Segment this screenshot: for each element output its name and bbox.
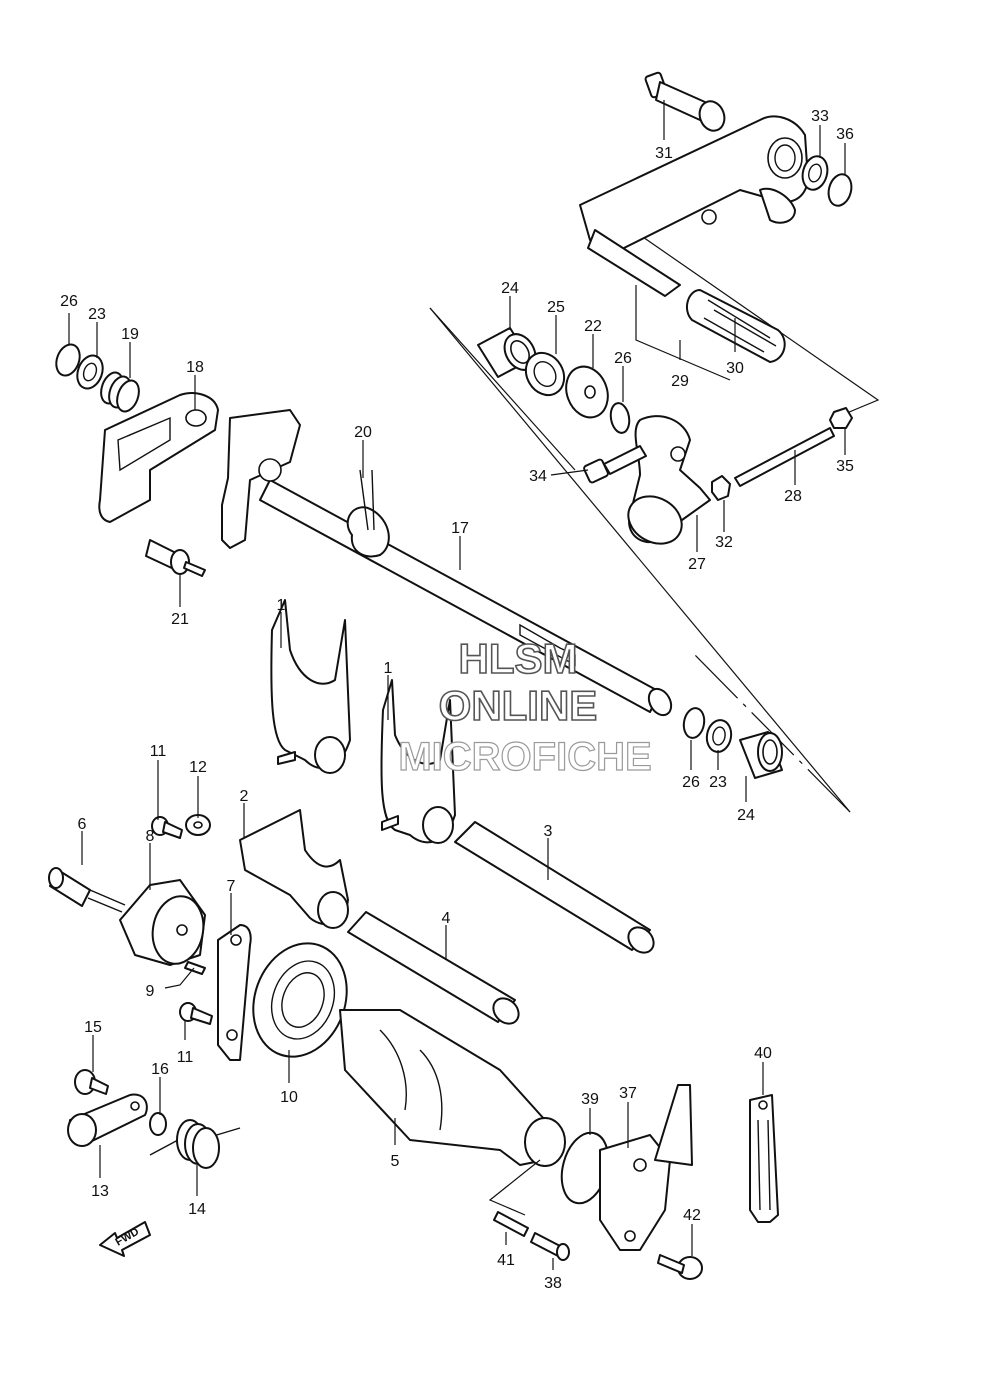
callout-3: 3 <box>544 823 553 840</box>
callout-18: 18 <box>186 359 204 376</box>
callout-28: 28 <box>784 488 802 505</box>
part-26-clip-right <box>682 707 706 739</box>
callout-1a: 1 <box>277 597 286 614</box>
part-5-shift-drum <box>339 1009 566 1167</box>
callout-29: 29 <box>671 373 689 390</box>
part-37-cover <box>599 1084 693 1251</box>
part-1-shift-fork-b <box>380 679 456 844</box>
callout-8: 8 <box>146 828 155 845</box>
callout-30: 30 <box>726 360 744 377</box>
part-23-washer-left <box>76 354 104 390</box>
part-41-spring <box>493 1211 529 1237</box>
callout-7: 7 <box>227 878 236 895</box>
callout-11a: 11 <box>150 743 167 760</box>
callout-24b: 24 <box>737 807 755 824</box>
callout-39: 39 <box>581 1091 599 1108</box>
callout-35: 35 <box>836 458 854 475</box>
callout-22: 22 <box>584 318 602 335</box>
part-40-clamp <box>749 1094 779 1223</box>
callout-16: 16 <box>151 1061 169 1078</box>
callout-14: 14 <box>188 1201 206 1218</box>
part-7-stopper-plate <box>217 924 252 1061</box>
callout-42: 42 <box>683 1207 701 1224</box>
watermark-line-3: MICROFICHE <box>398 735 651 779</box>
part-31-pivot-bolt <box>644 71 726 132</box>
callout-34: 34 <box>529 468 547 485</box>
leader-lines <box>68 100 846 1270</box>
part-30-pedal-rubber <box>685 289 786 363</box>
callout-6: 6 <box>78 816 87 833</box>
callout-12: 12 <box>189 759 207 776</box>
part-21-stopper-bolt <box>145 539 206 577</box>
callout-23b: 23 <box>709 774 727 791</box>
callout-26c: 26 <box>682 774 700 791</box>
callout-20: 20 <box>354 424 372 441</box>
part-28-rod <box>734 427 835 487</box>
watermark-line-2: ONLINE <box>439 682 598 729</box>
fwd-arrow-icon: FWD <box>99 1221 151 1257</box>
part-24-bushing-lower <box>739 731 783 779</box>
callout-13: 13 <box>91 1183 109 1200</box>
part-1-shift-fork-a <box>270 599 351 774</box>
part-13-stopper-arm <box>67 1093 148 1147</box>
part-11-bolt-upper <box>151 816 183 839</box>
part-22-washer <box>565 365 609 419</box>
part-16-washer <box>149 1112 167 1136</box>
callout-10: 10 <box>280 1089 298 1106</box>
part-35-nut <box>829 407 853 429</box>
watermark-line-1: HLSM <box>459 635 578 682</box>
part-34-bolt <box>583 445 647 484</box>
part-15-bolt <box>74 1069 109 1095</box>
callout-38: 38 <box>544 1275 562 1292</box>
callout-2: 2 <box>240 788 249 805</box>
callout-24a: 24 <box>501 280 519 297</box>
part-4-fork-shaft <box>347 911 520 1025</box>
part-32-nut <box>711 475 731 501</box>
callout-40: 40 <box>754 1045 772 1062</box>
part-26-clip-upper <box>609 402 631 434</box>
callout-32: 32 <box>715 534 733 551</box>
callout-26b: 26 <box>614 350 632 367</box>
callout-21: 21 <box>171 611 189 628</box>
callout-5: 5 <box>391 1153 400 1170</box>
part-36-circlip <box>827 173 853 207</box>
part-14-spring <box>149 1119 241 1169</box>
callout-33: 33 <box>811 108 829 125</box>
part-8-cam <box>119 879 206 966</box>
callout-25: 25 <box>547 299 565 316</box>
callout-9: 9 <box>146 983 155 1000</box>
part-29-shift-lever <box>579 115 809 297</box>
callout-36: 36 <box>836 126 854 143</box>
callout-37: 37 <box>619 1085 637 1102</box>
callout-41: 41 <box>497 1252 515 1269</box>
part-9-dowel <box>184 961 206 975</box>
part-25-oil-seal <box>524 351 566 397</box>
callout-1b: 1 <box>384 660 393 677</box>
callout-26a: 26 <box>60 293 78 310</box>
callout-23a: 23 <box>88 306 106 323</box>
part-26-clip-left <box>55 343 81 377</box>
part-11-bolt-lower <box>179 1002 213 1025</box>
part-10-bearing <box>252 942 348 1058</box>
callout-27: 27 <box>688 556 706 573</box>
part-20-return-spring <box>346 469 390 558</box>
part-18-plate <box>98 392 219 523</box>
watermark: HLSM ONLINE MICROFICHE <box>398 634 653 779</box>
callout-4: 4 <box>442 910 451 927</box>
callout-11b: 11 <box>177 1049 194 1066</box>
callout-19: 19 <box>121 326 139 343</box>
callout-15: 15 <box>84 1019 102 1036</box>
callout-17: 17 <box>451 520 469 537</box>
callout-31: 31 <box>655 145 673 162</box>
part-3-fork-shaft <box>454 821 655 954</box>
part-42-bolt <box>657 1254 703 1280</box>
part-33-washer <box>801 155 829 191</box>
part-38-pin <box>530 1232 570 1261</box>
part-6-pin <box>48 867 126 913</box>
callout-labels: 1 1 2 3 4 5 6 7 8 9 10 11 11 12 13 14 15… <box>60 108 854 1292</box>
part-23-washer-right <box>705 719 733 753</box>
part-2-shift-fork <box>239 809 349 929</box>
part-19-spring <box>100 371 140 413</box>
